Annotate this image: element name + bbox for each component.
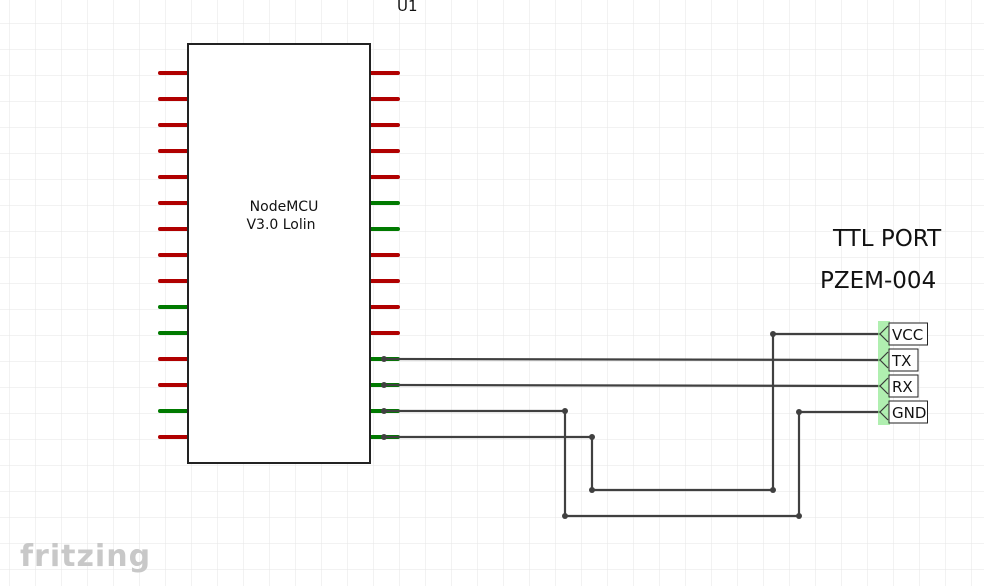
- connector-pin-box: [888, 400, 928, 424]
- wire-junction: [381, 356, 387, 362]
- chip-name-line2: V3.0 Lolin: [246, 217, 315, 233]
- connector-pin-column: VCC TX RX GND: [878, 321, 928, 425]
- connector-pin-chevron: [879, 351, 889, 369]
- connector-pin-box: [888, 374, 919, 398]
- connector-pin-label: TX: [891, 352, 911, 370]
- nodemcu-board[interactable]: A0GNDVUS3S2S1SCS0SKGND3V3ENRSTGNDVin D0D…: [158, 43, 400, 464]
- part-id-label: U1: [397, 0, 418, 15]
- connector-pin-chevron: [879, 403, 889, 421]
- wire-junction: [381, 382, 387, 388]
- wire[interactable]: [383, 357, 881, 362]
- pzem-ttl-connector[interactable]: TTL PORT PZEM-004 VCC TX RX GND: [820, 226, 942, 425]
- connector-pin-chevron: [879, 377, 889, 395]
- wire-junction: [381, 434, 387, 440]
- connector-title-line2: PZEM-004: [820, 268, 936, 294]
- wire-junction: [589, 487, 595, 493]
- connector-pin-label: VCC: [892, 326, 923, 344]
- connector-pin-box: [888, 348, 919, 372]
- connector-pin-chevron: [879, 325, 889, 343]
- connector-title-line1: TTL PORT: [832, 226, 942, 252]
- wire-junction: [770, 487, 776, 493]
- chip-body[interactable]: [187, 43, 371, 464]
- wire-junction: [589, 434, 595, 440]
- wire-junction: [770, 331, 776, 337]
- connector-pin-label: RX: [892, 378, 913, 396]
- wire-layer: [381, 331, 881, 519]
- wire-junction: [562, 513, 568, 519]
- wire-junction: [562, 408, 568, 414]
- wire[interactable]: [383, 383, 881, 388]
- fritzing-watermark: fritzing: [20, 539, 151, 574]
- connector-pin-box: [888, 322, 928, 346]
- wire-junction: [381, 408, 387, 414]
- chip-name-line1: NodeMCU: [250, 199, 319, 215]
- wire[interactable]: [384, 409, 880, 518]
- wire[interactable]: [384, 332, 880, 492]
- connector-pin-label: GND: [892, 404, 926, 422]
- wire-junction: [796, 409, 802, 415]
- wire-junction: [796, 513, 802, 519]
